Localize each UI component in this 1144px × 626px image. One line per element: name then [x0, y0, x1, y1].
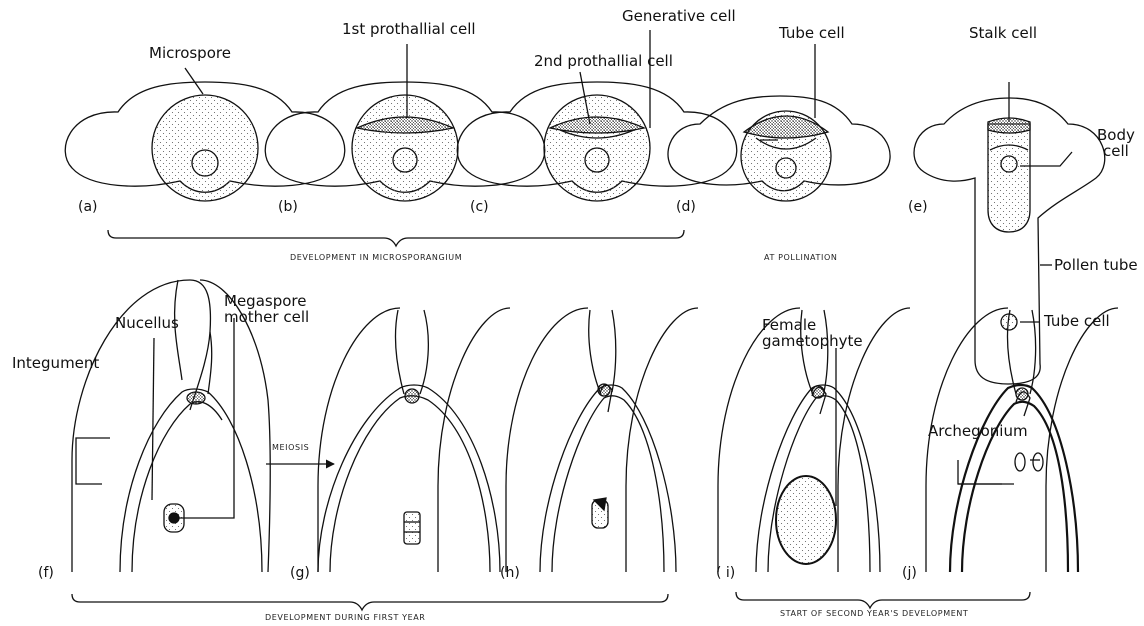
pollen-grain-a: [65, 68, 345, 201]
pollen-grain-e: [914, 82, 1105, 384]
label-archegonium: Archegonium: [928, 424, 1028, 440]
pollen-grain-d: [650, 30, 890, 201]
label-stalk-cell: Stalk cell: [969, 26, 1037, 42]
label-nucellus: Nucellus: [115, 316, 179, 332]
panel-letter-d: (d): [676, 200, 696, 215]
brace-first-year: [72, 594, 668, 610]
caption-development-in-microsporangium: DEVELOPMENT IN MICROSPORANGIUM: [290, 254, 462, 262]
label-pollen-tube: Pollen tube: [1054, 258, 1138, 274]
panel-letter-b: (b): [278, 200, 298, 215]
pollen-grain-b: [265, 44, 545, 201]
panel-letter-g: (g): [290, 566, 310, 581]
label-megaspore-mother-cell: Megaspore mother cell: [224, 294, 309, 326]
panel-letter-f: (f): [38, 566, 54, 581]
brace-second-year: [736, 592, 1030, 608]
label-integument: Integument: [12, 356, 99, 372]
caption-development-during-first-year: DEVELOPMENT DURING FIRST YEAR: [265, 614, 425, 622]
caption-start-of-second-year: START OF SECOND YEAR'S DEVELOPMENT: [780, 610, 968, 618]
panel-letter-c: (c): [470, 200, 489, 215]
ovule-j: [926, 308, 1118, 572]
label-microspore: Microspore: [149, 46, 231, 62]
label-tube-cell-d: Tube cell: [779, 26, 845, 42]
panel-letter-j: (j): [902, 566, 917, 581]
panel-letter-e: (e): [908, 200, 928, 215]
label-female-gametophyte: Female gametophyte: [762, 318, 863, 350]
label-tube-cell-e: Tube cell: [1044, 314, 1110, 330]
panel-letter-i: ( i): [716, 566, 735, 581]
label-body-cell: Body cell: [1097, 128, 1135, 160]
panel-letter-a: (a): [78, 200, 98, 215]
label-second-prothallial-cell: 2nd prothallial cell: [534, 54, 673, 70]
label-generative-cell: Generative cell: [622, 9, 736, 25]
ovule-h: [506, 308, 698, 572]
brace-microsporangium: [108, 230, 684, 246]
label-meiosis: MEIOSIS: [272, 444, 309, 452]
caption-at-pollination: AT POLLINATION: [764, 254, 837, 262]
label-first-prothallial-cell: 1st prothallial cell: [342, 22, 476, 38]
ovule-g: [318, 308, 510, 572]
panel-letter-h: (h): [500, 566, 520, 581]
